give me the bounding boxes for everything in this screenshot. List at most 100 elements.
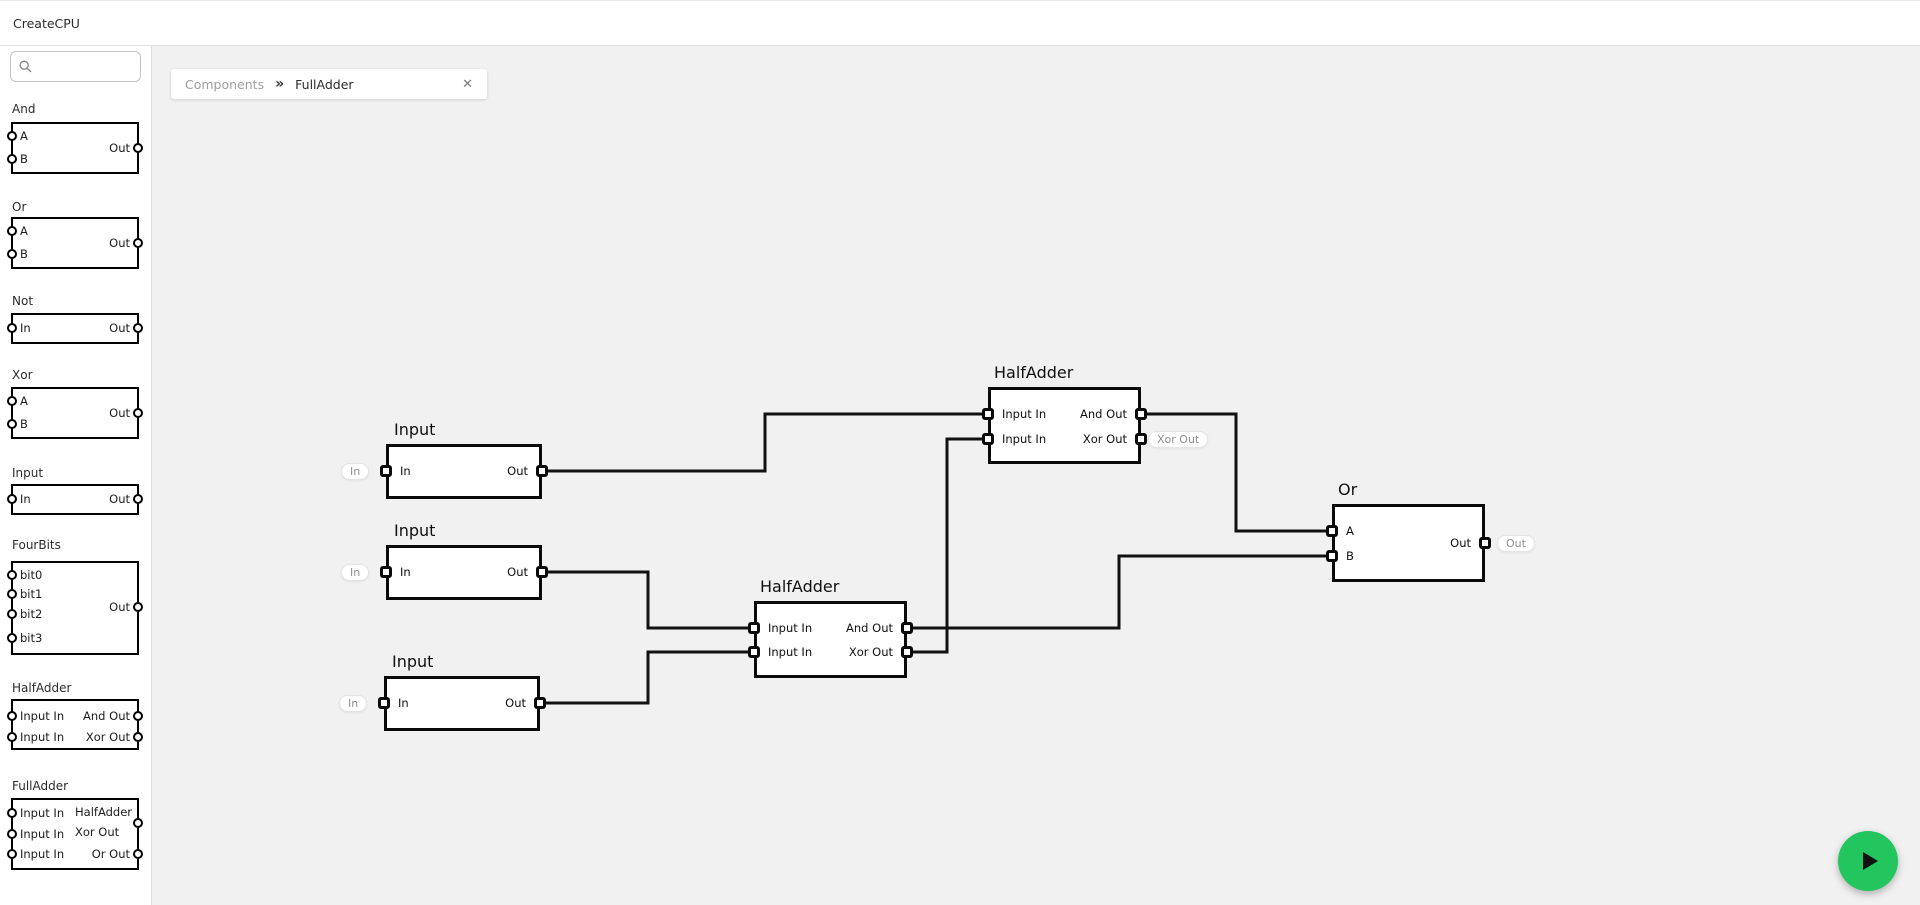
input-port[interactable]: [380, 465, 392, 477]
input-port: [7, 396, 17, 406]
palette-item-box[interactable]: [11, 387, 139, 439]
input-port: [7, 570, 17, 580]
input-port: [7, 808, 17, 818]
output-port[interactable]: [901, 646, 913, 658]
port-label: Input In: [20, 709, 65, 723]
port-label: Input In: [20, 730, 65, 744]
output-port[interactable]: [1135, 408, 1147, 420]
palette-item-label: Xor: [12, 368, 33, 382]
external-pin-badge: In: [341, 564, 370, 581]
input-port[interactable]: [982, 433, 994, 445]
block-title: Or: [1338, 480, 1358, 499]
input-port: [7, 419, 17, 429]
input-port[interactable]: [1326, 525, 1338, 537]
input-port[interactable]: [380, 566, 392, 578]
palette-item-box[interactable]: [11, 699, 139, 750]
wire[interactable]: [1141, 412, 1332, 533]
port-label: A: [20, 129, 28, 143]
run-button[interactable]: [1838, 831, 1898, 891]
output-port[interactable]: [534, 697, 546, 709]
wire-layer: [540, 412, 1332, 705]
input-port: [7, 711, 17, 721]
output-port[interactable]: [1135, 433, 1147, 445]
close-icon[interactable]: ✕: [462, 76, 473, 92]
output-port: [133, 602, 143, 612]
input-port[interactable]: [982, 408, 994, 420]
output-port[interactable]: [1479, 537, 1491, 549]
breadcrumb-root[interactable]: Components: [185, 76, 265, 92]
output-port: [133, 711, 143, 721]
block-title: Input: [394, 521, 436, 540]
input-port: [7, 154, 17, 164]
top-bar: CreateCPU: [0, 0, 1920, 46]
output-port[interactable]: [536, 566, 548, 578]
component-palette-sidebar: And A B Out Or A B Out Not In Out Xor A …: [0, 46, 152, 905]
output-port: [133, 818, 143, 828]
block-body[interactable]: [384, 676, 540, 731]
block-title: Input: [394, 420, 436, 439]
input-port[interactable]: [748, 622, 760, 634]
port-label: Input In: [20, 827, 65, 841]
port-label: B: [1346, 549, 1354, 563]
search-box[interactable]: [10, 51, 141, 82]
output-port: [133, 408, 143, 418]
wire[interactable]: [907, 437, 988, 654]
output-port[interactable]: [536, 465, 548, 477]
external-pin-badge: In: [341, 463, 370, 480]
input-port: [7, 226, 17, 236]
palette-item-box[interactable]: [11, 484, 139, 515]
block-title: HalfAdder: [994, 363, 1074, 382]
breadcrumb-current: FullAdder: [295, 76, 354, 92]
wire[interactable]: [540, 650, 754, 705]
port-label: In: [20, 492, 31, 506]
input-port[interactable]: [748, 646, 760, 658]
port-label: A: [1346, 524, 1354, 538]
palette-item-box[interactable]: [11, 217, 139, 269]
palette-item-label: FullAdder: [12, 779, 69, 793]
input-port: [7, 589, 17, 599]
port-label: Input In: [768, 621, 813, 635]
port-label: Out: [1450, 536, 1471, 550]
input-port[interactable]: [378, 697, 390, 709]
breadcrumb-separator-icon: »: [275, 76, 285, 92]
port-label: Out: [109, 236, 130, 250]
palette-item-label: And: [12, 102, 36, 116]
palette-item-label: Not: [12, 294, 34, 308]
palette-item-box[interactable]: [11, 798, 139, 870]
input-port: [7, 494, 17, 504]
external-pin-badge: Out: [1497, 535, 1535, 552]
output-port: [133, 238, 143, 248]
search-input[interactable]: [37, 56, 137, 77]
input-port: [7, 249, 17, 259]
wire[interactable]: [907, 554, 1332, 630]
port-label: Xor Out: [75, 825, 120, 839]
port-label: Xor Out: [848, 645, 893, 659]
wire[interactable]: [542, 570, 754, 630]
port-label: B: [20, 417, 28, 431]
app-title: CreateCPU: [13, 16, 80, 31]
palette-item-label: HalfAdder: [12, 681, 72, 695]
palette-item-label: FourBits: [12, 538, 61, 552]
block-body[interactable]: [988, 387, 1141, 464]
port-label: Out: [109, 406, 130, 420]
block-body[interactable]: [754, 601, 907, 678]
output-port[interactable]: [901, 622, 913, 634]
palette-item-box[interactable]: [11, 561, 139, 655]
external-pin-badge: Xor Out: [1148, 431, 1209, 448]
port-label: Out: [109, 141, 130, 155]
port-label: Input In: [1002, 432, 1047, 446]
port-label: Out: [507, 464, 528, 478]
palette-item-box[interactable]: [11, 313, 139, 344]
wire[interactable]: [542, 412, 988, 473]
circuit-canvas[interactable]: Components » FullAdder ✕ Input In In Out…: [152, 46, 1920, 905]
input-port: [7, 732, 17, 742]
breadcrumb: Components » FullAdder ✕: [171, 69, 487, 99]
port-label: bit2: [20, 607, 43, 621]
port-label: Input In: [20, 806, 65, 820]
port-label: B: [20, 152, 28, 166]
port-label: In: [20, 321, 31, 335]
block-title: Input: [392, 652, 434, 671]
input-port: [7, 849, 17, 859]
input-port[interactable]: [1326, 550, 1338, 562]
input-port: [7, 633, 17, 643]
